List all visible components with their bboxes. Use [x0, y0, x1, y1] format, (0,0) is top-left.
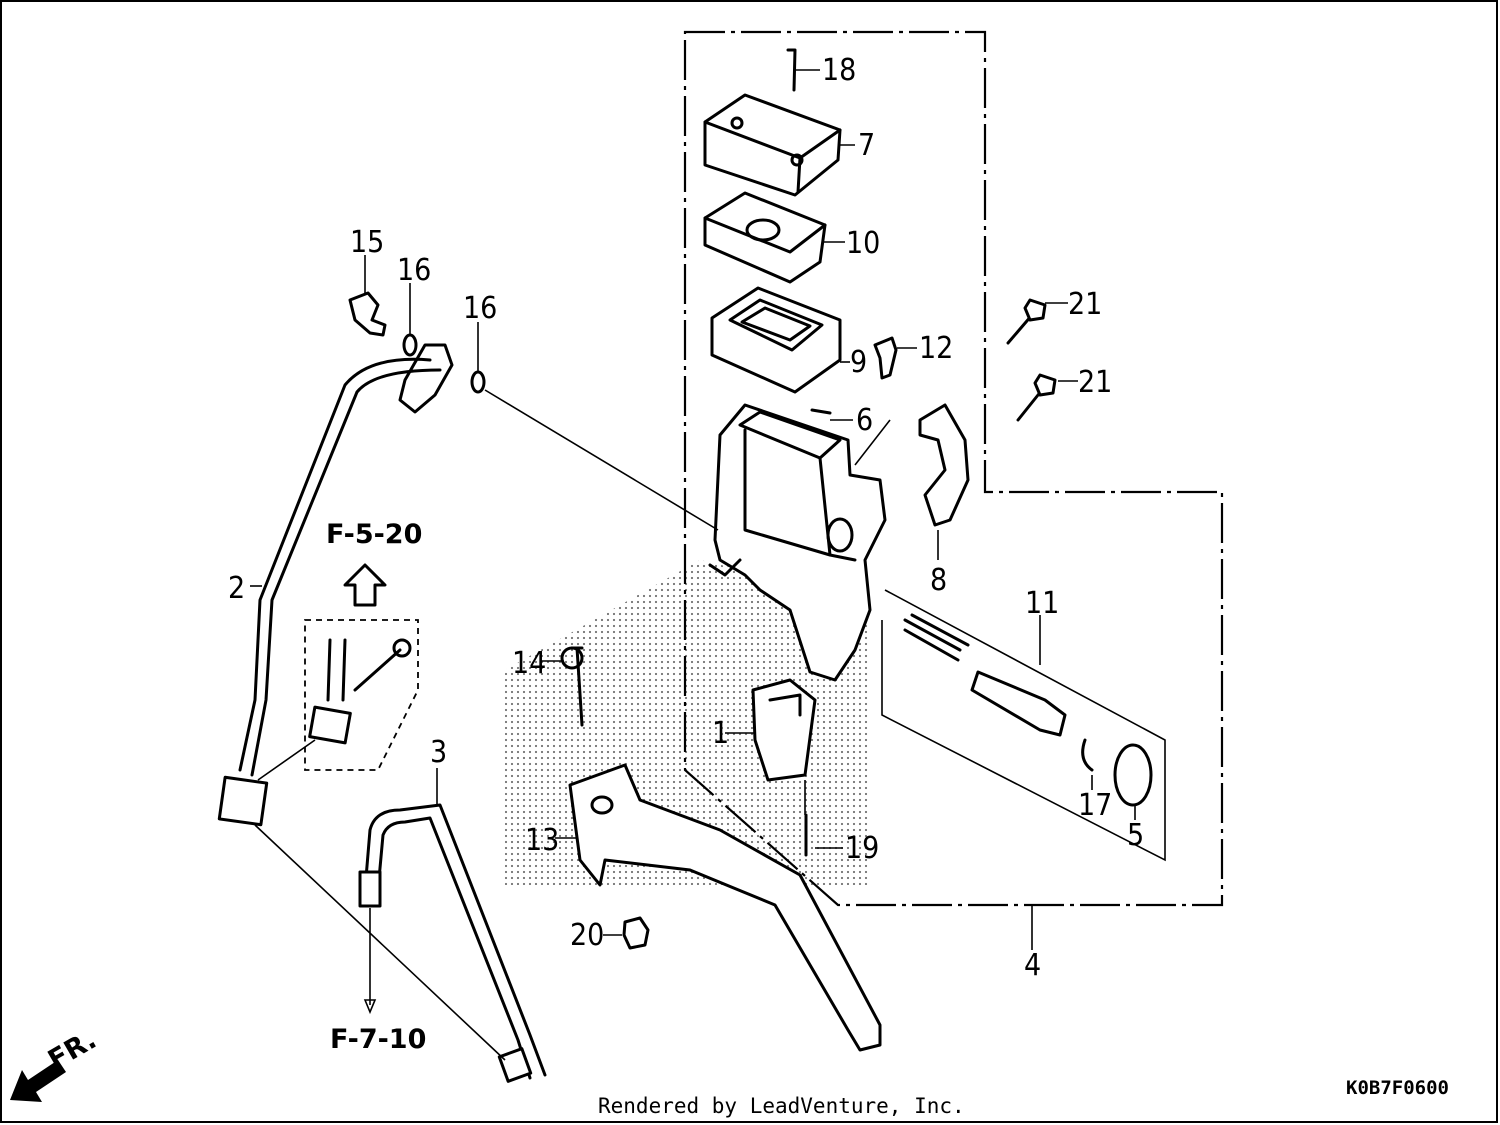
- front-direction-indicator: FR.: [10, 1024, 102, 1102]
- holder-clamp: [918, 403, 970, 527]
- mounting-bolts-21: [1006, 298, 1057, 422]
- diaphragm-plate: [703, 191, 827, 284]
- callout-5: 5: [1127, 818, 1144, 853]
- callout-11: 11: [1025, 586, 1059, 621]
- banjo-bolt: [348, 291, 387, 337]
- callout-4: 4: [1024, 948, 1041, 983]
- callout-8: 8: [930, 563, 947, 598]
- callout-7: 7: [858, 128, 875, 163]
- direction-arrow-icon: [10, 1060, 66, 1102]
- callout-3: 3: [430, 735, 447, 770]
- leader-lines: [250, 69, 1136, 1061]
- hose-group: [217, 291, 547, 1083]
- sealing-washer: [470, 370, 486, 394]
- callout-16a: 16: [397, 253, 431, 288]
- callout-15: 15: [350, 225, 384, 260]
- callout-17: 17: [1078, 788, 1112, 823]
- reference-upper: F-5-20: [326, 519, 422, 550]
- callout-19: 19: [845, 831, 879, 866]
- inset-detail: [304, 563, 419, 771]
- pivot-nut: [622, 916, 650, 950]
- front-stop-switch: [751, 678, 817, 782]
- callout-13: 13: [525, 823, 559, 858]
- callout-2: 2: [228, 571, 245, 606]
- callout-21b: 21: [1078, 365, 1112, 400]
- hose-joint-upper: [217, 775, 269, 827]
- master-cylinder-group: [703, 93, 1153, 807]
- callout-12: 12: [919, 331, 953, 366]
- reference-arrow-up: [343, 563, 387, 607]
- lever-group: [560, 646, 882, 1052]
- sealing-washer: [402, 333, 418, 357]
- brake-hose-upper: [238, 357, 432, 772]
- callout-21a: 21: [1068, 287, 1102, 322]
- callout-10: 10: [846, 226, 880, 261]
- diaphragm: [710, 286, 842, 394]
- callout-16b: 16: [463, 291, 497, 326]
- assembly-boundary-4: [683, 30, 1224, 907]
- drawing-code: K0B7F0600: [1346, 1077, 1449, 1099]
- callout-labels: 1 2 3 4 5 6 7 8 9 10 11 12 13 14 15 16 1…: [228, 53, 1144, 983]
- render-credit: Rendered by LeadVenture, Inc.: [598, 1094, 965, 1118]
- master-cylinder-body: [713, 403, 887, 682]
- reservoir-cap: [703, 93, 842, 197]
- callout-14: 14: [512, 646, 546, 681]
- callout-18: 18: [822, 53, 856, 88]
- callout-1: 1: [712, 716, 729, 751]
- brake-hose-lower: [363, 803, 547, 1077]
- reference-lower: F-7-10: [330, 1024, 426, 1055]
- cap-screw-18: [786, 48, 797, 92]
- kit-bracket-11: [881, 589, 1166, 862]
- callout-6: 6: [856, 403, 873, 438]
- pivot-cap: [873, 336, 898, 380]
- callout-20: 20: [570, 918, 604, 953]
- callout-9: 9: [850, 345, 867, 380]
- piston-spring: [903, 613, 970, 662]
- brake-lever: [568, 763, 882, 1052]
